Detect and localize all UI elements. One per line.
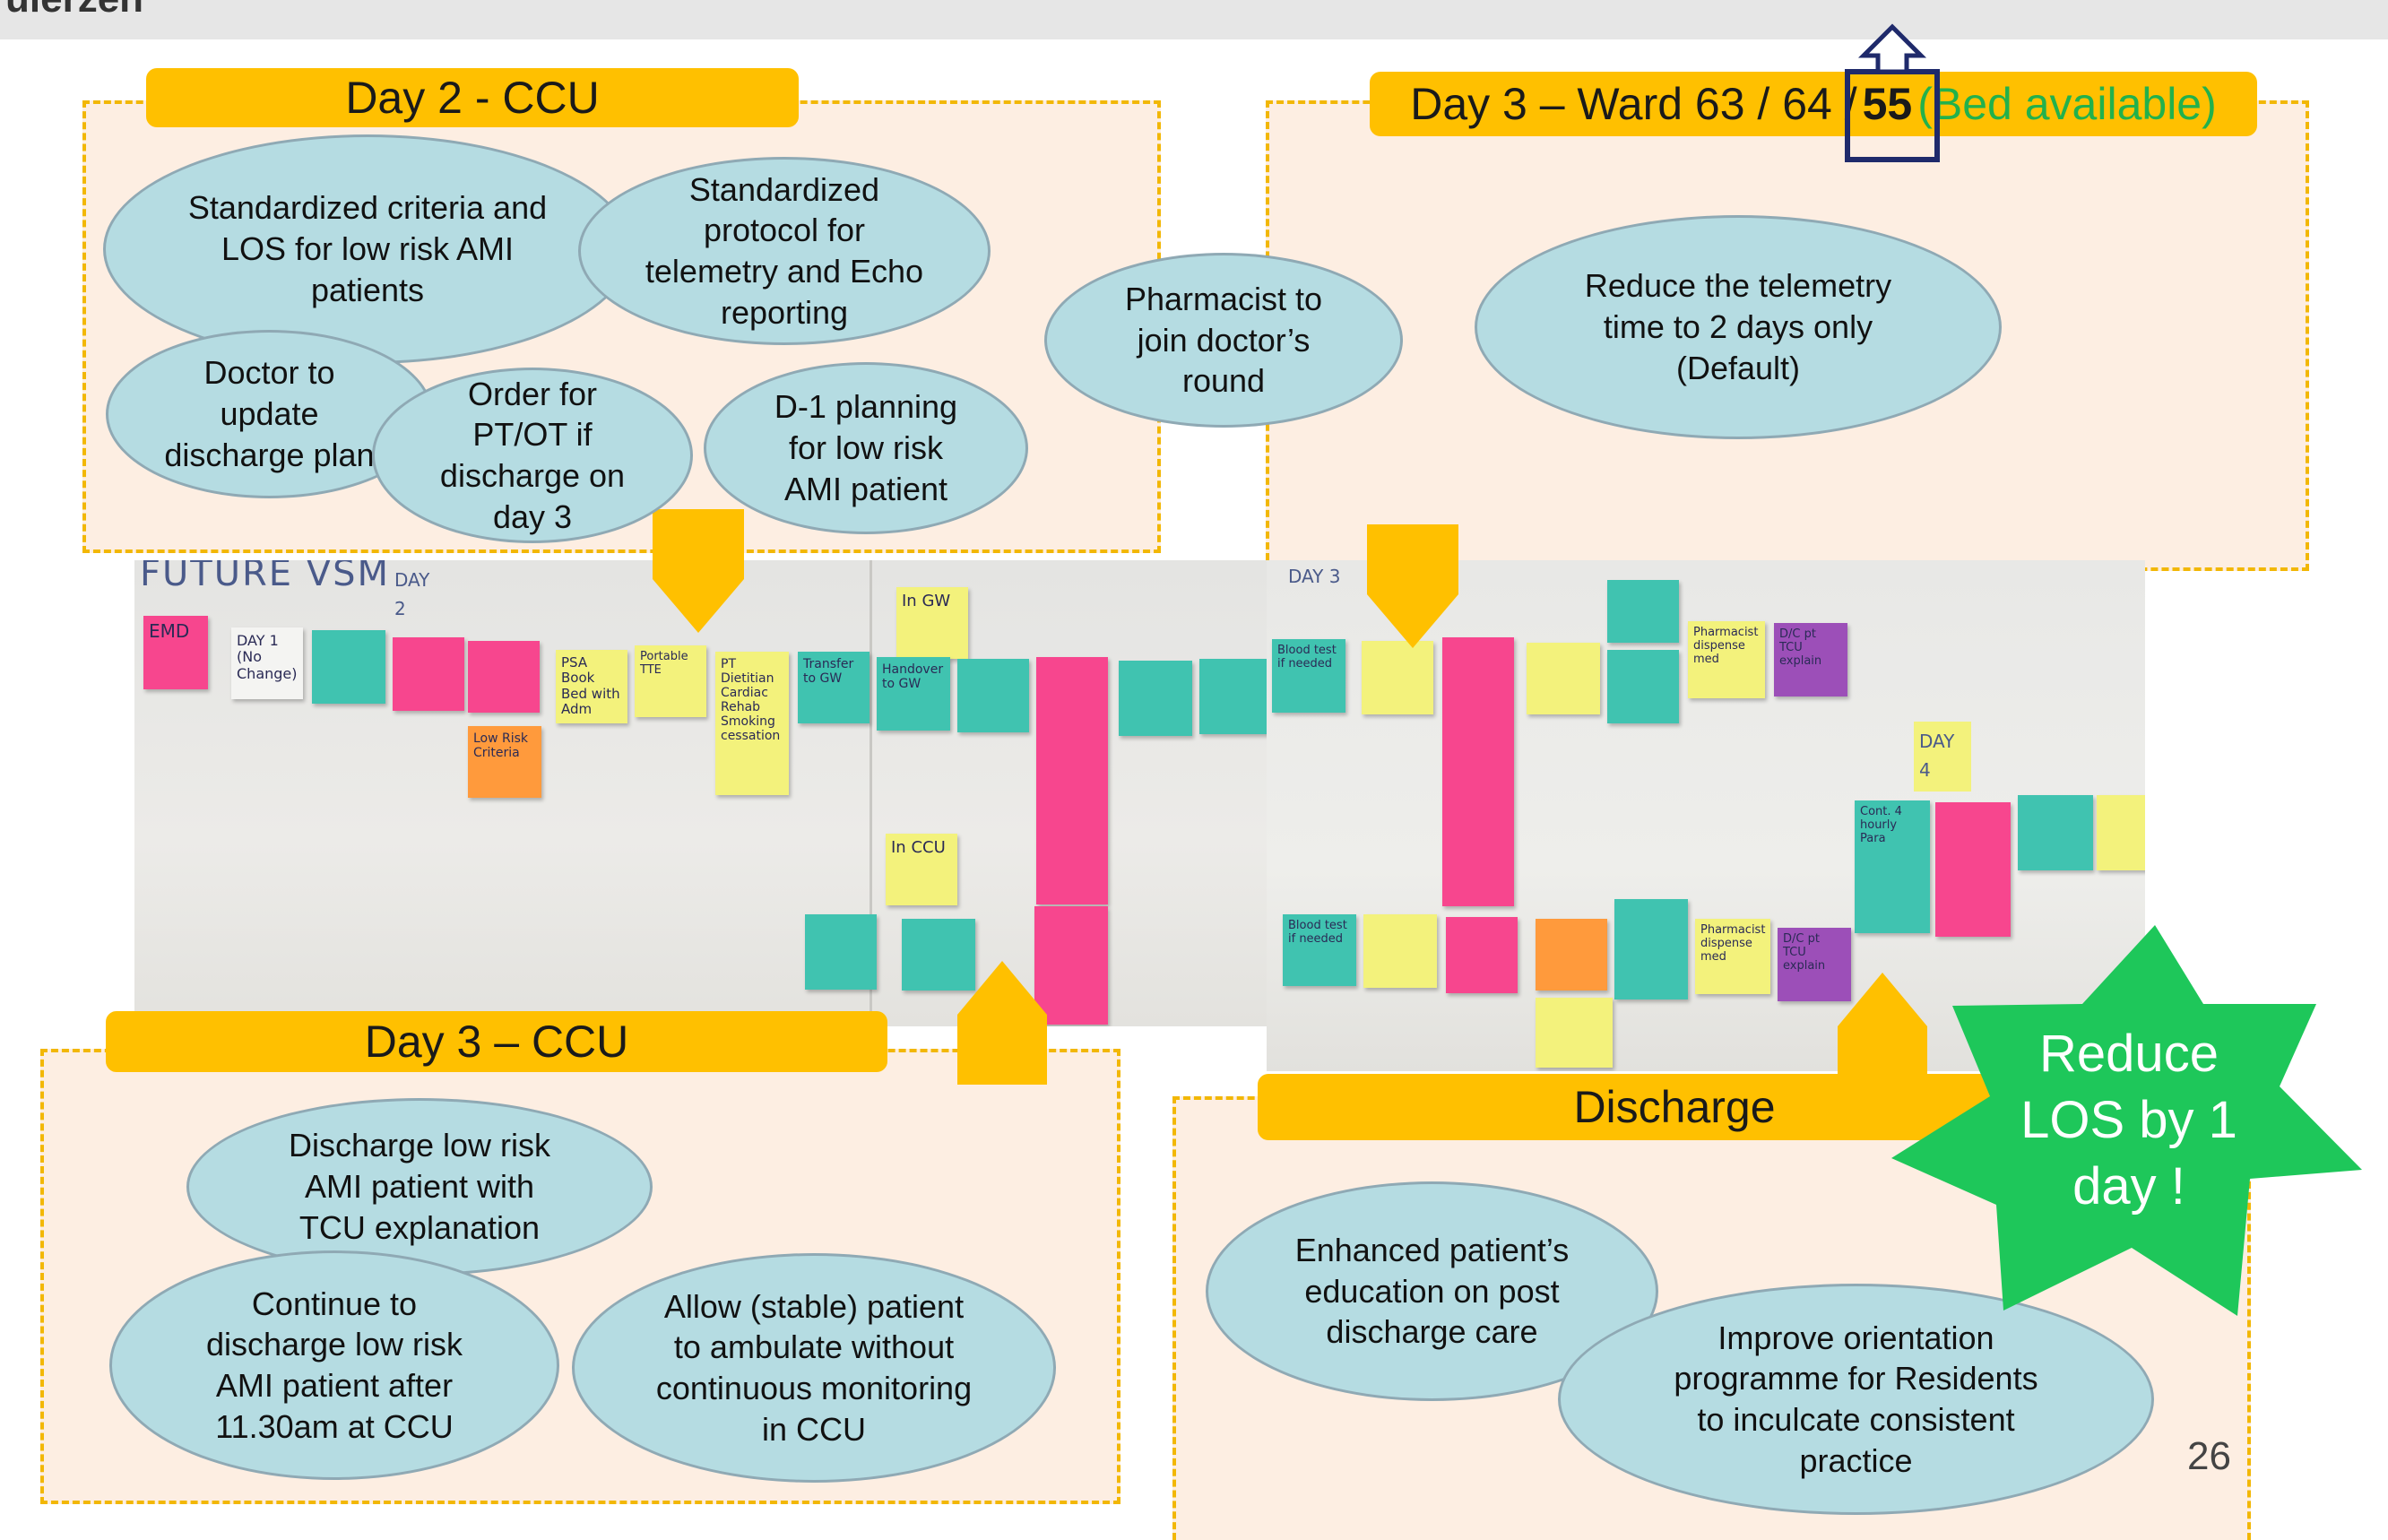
note-tte-2: [1363, 914, 1437, 988]
top-bar: ulerzen: [0, 0, 2388, 39]
note-yellow-1: [1527, 643, 1600, 714]
banner-discharge-label: Discharge: [1573, 1082, 1776, 1132]
note-dc-tcu-2: D/C pt TCU explain: [1778, 928, 1851, 1001]
idea-order-pt-ot: Order for PT/OT if discharge on day 3: [372, 368, 693, 543]
note-dc-tcu-1: D/C pt TCU explain: [1774, 623, 1847, 696]
idea-pharmacist-round: Pharmacist to join doctor’s round: [1044, 253, 1403, 428]
note-transfer-gw: Transfer to GW: [798, 652, 870, 723]
banner-day2-ccu: Day 2 - CCU: [146, 68, 799, 127]
sticky-note-board-photo-left: FUTURE VSM DAY 2 EMD DAY 1 (No Change) P…: [134, 560, 1271, 1026]
down-arrow-day2: [653, 509, 744, 633]
idea-continue-discharge: Continue to discharge low risk AMI patie…: [109, 1250, 559, 1480]
note-pt-dietitian: PT Dietitian Cardiac Rehab Smoking cessa…: [715, 652, 789, 795]
page-number: 26: [2187, 1434, 2231, 1478]
sticky-note-board-photo-right: DAY 3 Blood test if needed Pharmacist di…: [1267, 560, 2145, 1071]
note-pink-r3: [1446, 917, 1518, 993]
note-portable-tte: Portable TTE: [635, 645, 706, 717]
idea-discharge-tcu: Discharge low risk AMI patient with TCU …: [186, 1098, 653, 1276]
handwriting-day2: DAY 2: [394, 569, 430, 619]
idea-reduce-telemetry: Reduce the telemetry time to 2 days only…: [1475, 215, 2002, 439]
idea-improve-orientation: Improve orientation programme for Reside…: [1558, 1284, 2154, 1515]
note-teal-r4: [1614, 899, 1688, 999]
note-tte-1: [1362, 641, 1433, 714]
note-pink-tall-2: [1034, 906, 1108, 1025]
note-teal-3: [1119, 661, 1192, 736]
ward55-highlight-marker: [1845, 23, 1940, 162]
banner-day3-ccu: Day 3 – CCU: [106, 1011, 887, 1072]
up-arrow-day3-ccu: [957, 961, 1047, 1085]
note-pharmacist-2: Pharmacist dispense med: [1695, 919, 1770, 994]
idea-standardized-protocol: Standardized protocol for telemetry and …: [578, 157, 991, 345]
note-emd: EMD: [143, 616, 208, 689]
note-teal-r3: [2018, 795, 2093, 870]
note-pink-2: [468, 641, 540, 713]
banner-day2-ccu-label: Day 2 - CCU: [345, 73, 600, 123]
note-psa: PSA Book Bed with Adm: [556, 650, 627, 723]
note-yellow-r2: [2097, 795, 2145, 870]
note-low-risk: Low Risk Criteria: [468, 726, 541, 798]
note-yellow-r3: [1536, 998, 1613, 1068]
note-blood-test-1: Blood test if needed: [1272, 639, 1345, 713]
handwriting-day4: DAY 4: [1914, 722, 1971, 792]
note-day1: DAY 1 (No Change): [231, 627, 303, 699]
banner-day3-ward: Day 3 – Ward 63 / 64 / 55 (Bed available…: [1370, 72, 2257, 136]
note-pink-tall-1: [1036, 657, 1108, 904]
note-pink-r2: [1935, 802, 2011, 937]
note-blood-test-2: Blood test if needed: [1283, 914, 1356, 986]
banner-day3-ward-prefix: Day 3 – Ward 63 / 64 /: [1410, 79, 1857, 129]
photo-seam: [870, 560, 872, 1026]
idea-allow-ambulate: Allow (stable) patient to ambulate witho…: [572, 1253, 1056, 1483]
note-teal-r2: [1607, 650, 1679, 723]
note-teal-r1: [1607, 580, 1679, 643]
banner-day3-ward-highlight: 55: [1862, 79, 1913, 129]
handwriting-day3: DAY 3: [1288, 566, 1341, 587]
reduce-los-star: [1891, 925, 2362, 1316]
note-in-ccu: In CCU: [886, 834, 957, 905]
handwriting-future-vsm: FUTURE VSM: [140, 560, 391, 594]
note-cont-4-hourly: Cont. 4 hourly Para: [1855, 800, 1930, 933]
note-teal-2: [957, 659, 1029, 732]
note-teal-6: [902, 919, 975, 991]
idea-standardized-criteria: Standardized criteria and LOS for low ri…: [103, 134, 632, 364]
note-pink-1: [393, 637, 464, 711]
note-handover-gw: Handover to GW: [877, 657, 950, 731]
reduce-los-callout-text: Reduce LOS by 1 day !: [2020, 1024, 2237, 1216]
banner-day3-ward-suffix: (Bed available): [1917, 79, 2217, 129]
note-teal-1: [312, 630, 385, 704]
top-bar-text: ulerzen: [5, 0, 143, 22]
down-arrow-day3-ward: [1367, 524, 1458, 648]
note-teal-5: [805, 914, 877, 990]
note-pink-tall-3: [1442, 637, 1514, 906]
up-arrow-discharge: [1838, 973, 1927, 1096]
note-in-gw: In GW: [896, 587, 968, 659]
note-teal-4: [1199, 659, 1271, 734]
banner-day3-ccu-label: Day 3 – CCU: [364, 1017, 629, 1067]
idea-d1-planning: D-1 planning for low risk AMI patient: [704, 362, 1028, 534]
note-pharmacist-1: Pharmacist dispense med: [1688, 621, 1765, 698]
note-orange-r1: [1536, 919, 1607, 991]
